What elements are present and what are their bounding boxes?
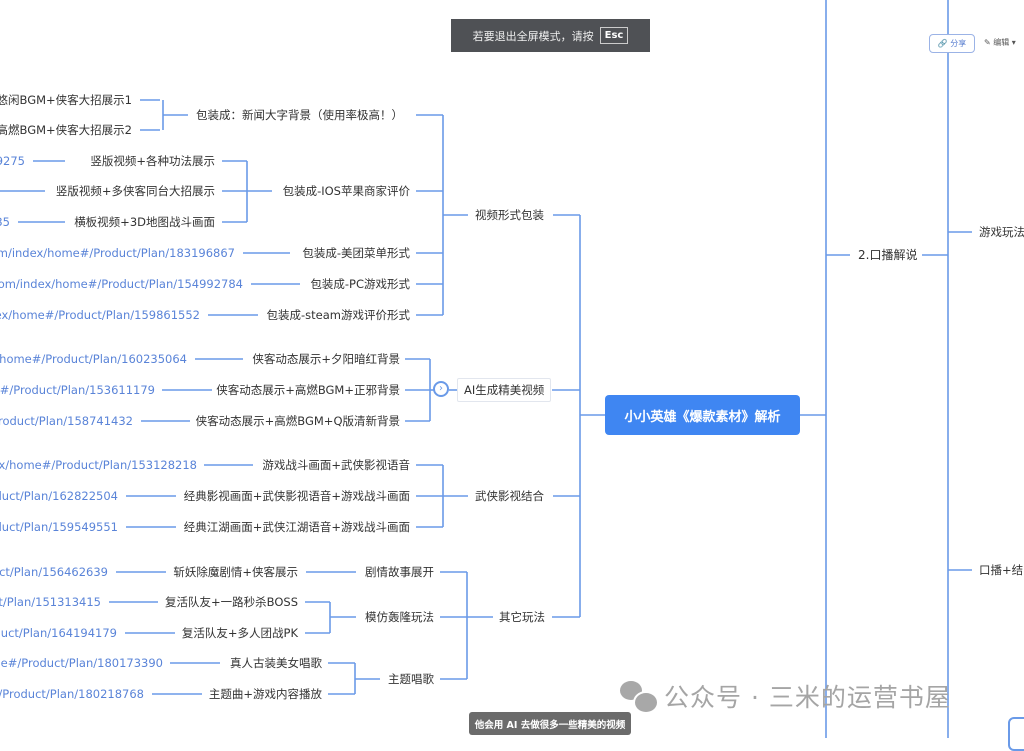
leaf-node[interactable]: 复活队友+一路秒杀BOSS — [165, 595, 298, 609]
url-link[interactable]: Product/Plan/158741432 — [0, 414, 133, 428]
node-news-background[interactable]: 包装成：新闻大字背景（使用率极高！） — [196, 108, 403, 122]
url-link[interactable]: ct/Plan/151313415 — [0, 595, 101, 609]
wechat-icon — [620, 681, 659, 714]
node-video-packaging[interactable]: 视频形式包装 — [475, 208, 544, 222]
url-link[interactable]: ex/home#/Product/Plan/153128218 — [0, 458, 197, 472]
node-pc-game[interactable]: 包装成-PC游戏形式 — [310, 277, 410, 291]
leaf-node[interactable]: 斩妖除魔剧情+侠客展示 — [173, 565, 298, 579]
url-link[interactable]: uct/Plan/156462639 — [0, 565, 108, 579]
pencil-icon: ✎ — [984, 38, 994, 47]
url-link[interactable]: dex/home#/Product/Plan/159861552 — [0, 308, 200, 322]
node-ai-video[interactable]: AI生成精美视频 — [457, 378, 552, 402]
leaf-node[interactable]: 复活队友+多人团战PK — [181, 626, 298, 640]
url-link[interactable]: duct/Plan/159549551 — [0, 520, 118, 534]
edit-label: 编辑 — [993, 38, 1010, 47]
leaf-node[interactable]: 经典江湖画面+武侠江湖语音+游戏战斗画面 — [183, 520, 410, 534]
esc-key: Esc — [599, 27, 629, 44]
leaf-node[interactable]: 高燃BGM+侠客大招展示2 — [0, 123, 132, 137]
leaf-node[interactable]: 侠客动态展示+高燃BGM+正邪背景 — [216, 383, 400, 397]
url-link[interactable]: duct/Plan/164194179 — [0, 626, 117, 640]
leaf-node[interactable]: 经典影视画面+武侠影视语音+游戏战斗画面 — [183, 489, 410, 503]
share-label: 分享 — [950, 39, 967, 48]
video-subtitle: 他会用 AI 去做很多一些精美的视频 — [469, 712, 631, 735]
share-button[interactable]: 🔗 分享 — [929, 34, 975, 53]
node-story[interactable]: 剧情故事展开 — [365, 565, 434, 579]
collapse-toggle-icon[interactable]: › — [433, 381, 449, 397]
watermark-text: 公众号 · 三米的运营书屋 — [664, 683, 951, 712]
node-narration-ending[interactable]: 口播+结 — [979, 563, 1024, 577]
leaf-node[interactable]: 真人古装美女唱歌 — [230, 656, 322, 670]
fullscreen-exit-toast: 若要退出全屏模式，请按 Esc — [451, 19, 650, 52]
url-link[interactable]: duct/Plan/162822504 — [0, 489, 118, 503]
leaf-node[interactable]: 侠客动态展示+高燃BGM+Q版清新背景 — [195, 414, 400, 428]
toast-text: 若要退出全屏模式，请按 — [472, 29, 594, 43]
leaf-node[interactable]: 横板视频+3D地图战斗画面 — [74, 215, 215, 229]
url-link[interactable]: #/Product/Plan/180218768 — [0, 687, 144, 701]
edit-button[interactable]: ✎ 编辑 ▾ — [984, 38, 1016, 47]
url-link[interactable]: me#/Product/Plan/180173390 — [0, 656, 163, 670]
node-imitate[interactable]: 模仿轰隆玩法 — [365, 610, 434, 624]
url-link[interactable]: 35 — [0, 215, 10, 229]
root-node[interactable]: 小小英雄《爆款素材》解析 — [605, 395, 800, 435]
node-song[interactable]: 主题唱歌 — [388, 672, 434, 686]
node-narration[interactable]: 2.口播解说 — [858, 248, 918, 262]
link-icon: 🔗 — [937, 39, 951, 48]
leaf-node[interactable]: 竖版视频+多侠客同台大招展示 — [55, 184, 215, 198]
node-other[interactable]: 其它玩法 — [499, 610, 545, 624]
node-ios-review[interactable]: 包装成-IOS苹果商家评价 — [282, 184, 410, 198]
leaf-node[interactable]: 游戏战斗画面+武侠影视语音 — [262, 458, 410, 472]
node-meituan-menu[interactable]: 包装成-美团菜单形式 — [302, 246, 410, 260]
node-steam-review[interactable]: 包装成-steam游戏评价形式 — [266, 308, 410, 322]
node-gameplay[interactable]: 游戏玩法 — [979, 225, 1024, 239]
leaf-node[interactable]: 主题曲+游戏内容播放 — [208, 687, 322, 701]
watermark: 公众号 · 三米的运营书屋 — [620, 678, 951, 714]
partial-node — [1008, 717, 1024, 751]
url-link[interactable]: om/index/home#/Product/Plan/183196867 — [0, 246, 235, 260]
url-link[interactable]: e#/Product/Plan/153611179 — [0, 383, 155, 397]
node-wuxia[interactable]: 武侠影视结合 — [475, 489, 544, 503]
url-link[interactable]: com/index/home#/Product/Plan/154992784 — [0, 277, 243, 291]
leaf-node[interactable]: 侠客动态展示+夕阳暗红背景 — [252, 352, 400, 366]
url-link[interactable]: 9275 — [0, 154, 25, 168]
url-link[interactable]: /home#/Product/Plan/160235064 — [0, 352, 187, 366]
leaf-node[interactable]: 悠闲BGM+侠客大招展示1 — [0, 93, 132, 107]
leaf-node[interactable]: 竖版视频+各种功法展示 — [90, 154, 215, 168]
